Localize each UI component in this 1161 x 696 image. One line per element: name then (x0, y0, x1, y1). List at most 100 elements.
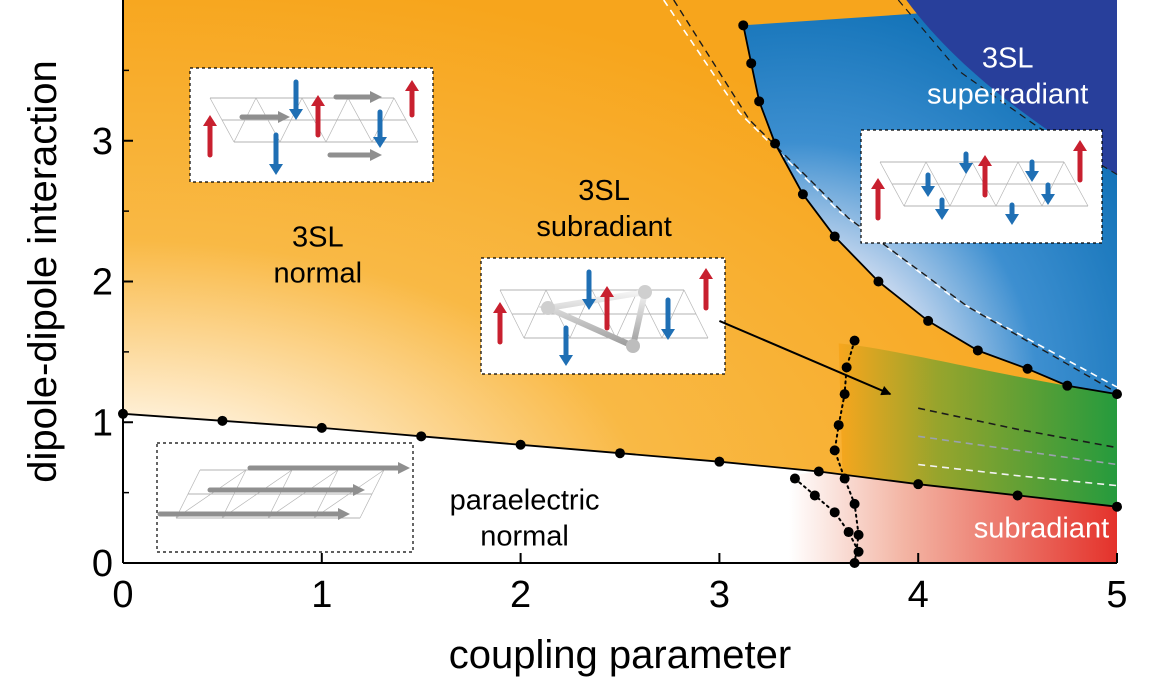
spin-down-head-icon (935, 209, 949, 220)
y-tick-label-1: 1 (92, 402, 113, 444)
spin-up-head-icon (871, 178, 885, 189)
spin-down-head-icon (289, 109, 303, 120)
data-point-0-3 (416, 431, 427, 442)
trimer-ball (626, 339, 640, 353)
data-point-2-6 (849, 498, 860, 509)
boundary-line-3 (793, 477, 860, 553)
region-green-band (838, 343, 1117, 507)
annotations (719, 319, 892, 396)
lattice-line (267, 469, 293, 519)
data-point-3-2 (829, 507, 840, 518)
spin-up-head-icon (203, 115, 217, 126)
spin-down-head-icon (959, 163, 973, 174)
inset-frame (189, 67, 434, 183)
inset-frame (860, 129, 1103, 244)
spin-up-head-icon (311, 95, 325, 106)
lattice-line (221, 469, 293, 519)
data-point-3-4 (853, 546, 864, 557)
data-point-0-5 (615, 448, 625, 459)
region-label-2-0: 3SL (982, 43, 1034, 75)
data-point-3-3 (843, 527, 854, 538)
lattice-line (925, 161, 951, 207)
boundary-line-1 (742, 24, 1118, 395)
data-point-1-11 (1112, 389, 1122, 400)
spin-down-head-icon (373, 137, 387, 148)
spin-down-head-icon (582, 299, 596, 310)
data-point-2-0 (849, 335, 860, 346)
spin-down-head-icon (1005, 214, 1019, 225)
region-label-0-1: normal (273, 257, 362, 289)
spin-up-head-icon (978, 155, 992, 166)
x-axis-label: coupling parameter (449, 633, 791, 677)
data-point-0-4 (515, 439, 526, 450)
data-point-0-8 (913, 479, 924, 490)
data-point-1-5 (829, 231, 840, 242)
region-label-1-0: 3SL (578, 175, 630, 207)
trimer-ball (541, 301, 555, 315)
data-point-1-0 (738, 20, 749, 31)
region-label-2-1: superradiant (927, 79, 1088, 111)
lattice-line (313, 469, 385, 519)
lattice-line (879, 161, 905, 207)
inset-3sl-subradiant (480, 257, 726, 375)
lattice-line (175, 469, 201, 519)
trimer-rods (537, 288, 649, 351)
data-point-1-2 (754, 96, 765, 107)
spin-up-head-icon (1073, 140, 1087, 151)
dashed-line-0 (663, 0, 1118, 388)
spin-up-head-icon (699, 268, 713, 279)
spin-down-head-icon (921, 186, 935, 197)
data-point-0-9 (1012, 490, 1023, 501)
inset-paraelectric-normal (156, 442, 414, 553)
spin-right-head-icon (398, 462, 410, 474)
data-point-2-3 (833, 420, 844, 431)
data-point-2-5 (839, 473, 850, 484)
data-point-1-10 (1062, 380, 1073, 391)
x-tick-label-1: 1 (311, 574, 332, 616)
lattice-line (301, 97, 327, 143)
x-tick-label-5: 5 (1106, 574, 1127, 616)
dashed-line-1 (673, 0, 1118, 394)
data-point-2-1 (841, 362, 852, 373)
data-point-0-7 (813, 466, 824, 477)
region-label-1-1: subradiant (536, 211, 671, 243)
inset-frame (156, 442, 414, 553)
lattice-line (1017, 161, 1043, 207)
inset-3sl-normal (189, 67, 434, 183)
y-tick-label-2: 2 (92, 262, 113, 304)
lattice-line (325, 97, 349, 143)
spin-down-head-icon (559, 355, 573, 366)
spin-right-head-icon (370, 91, 382, 103)
region-label-3-0: paraelectric (450, 485, 600, 517)
lattice-line (221, 469, 247, 519)
data-point-2-4 (829, 445, 840, 456)
data-point-3-0 (789, 473, 800, 484)
dashed-line-3 (918, 407, 1118, 449)
region-labels: 3SLnormal3SLsubradiant3SLsuperradiantpar… (273, 43, 1109, 553)
inset-3sl-superradiant (860, 129, 1103, 244)
spin-down-head-icon (1025, 171, 1039, 182)
spin-right-head-icon (353, 484, 365, 496)
lattice-insets (156, 67, 1103, 553)
lattice-line (995, 161, 1019, 207)
lattice-line (523, 289, 547, 339)
lattice-line (393, 97, 419, 143)
x-tick-label-4: 4 (908, 574, 929, 616)
lattice-line (175, 469, 247, 519)
x-tick-label-2: 2 (510, 574, 531, 616)
data-point-1-7 (923, 315, 934, 326)
lattice-line (903, 161, 927, 207)
data-point-0-10 (1112, 501, 1122, 512)
inset-frame (480, 257, 726, 375)
lattice-line (209, 97, 235, 143)
spin-up-head-icon (493, 302, 507, 313)
region-label-4-0: subradiant (974, 513, 1109, 545)
boundary-line-2 (833, 339, 860, 564)
lattice-line (683, 289, 709, 339)
lattice-line (359, 469, 385, 519)
y-axis-label: dipole-dipole interaction (21, 60, 65, 483)
data-point-0-6 (714, 456, 725, 467)
spin-down-head-icon (1041, 194, 1055, 205)
lattice-line (371, 97, 395, 143)
